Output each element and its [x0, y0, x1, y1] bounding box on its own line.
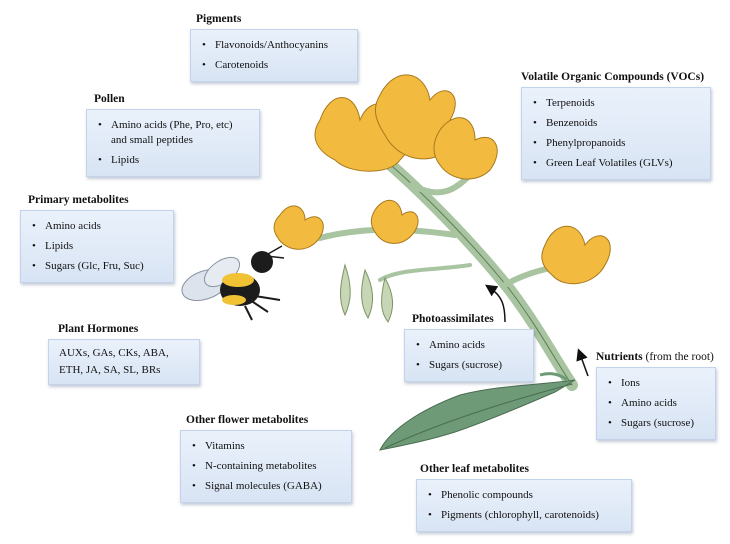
photoassimilates-group: Photoassimilates Amino acids Sugars (suc… — [404, 313, 534, 382]
list-item: Sugars (Glc, Fru, Suc) — [31, 259, 163, 274]
list-item: Sugars (sucrose) — [415, 358, 523, 373]
other-leaf-metabolites-group: Other leaf metabolites Phenolic compound… — [416, 463, 632, 532]
hormone-line: AUXs, GAs, CKs, ABA, — [59, 347, 169, 359]
group-title: Nutrients (from the root) — [596, 351, 716, 363]
list-item: Lipids — [31, 239, 163, 254]
pollen-group: Pollen Amino acids (Phe, Pro, etc) and s… — [86, 93, 260, 177]
tomato-flower-icon — [273, 74, 611, 285]
info-box: Flavonoids/Anthocyanins Carotenoids — [190, 29, 358, 82]
group-title: Volatile Organic Compounds (VOCs) — [521, 71, 705, 83]
item-list: Amino acids (Phe, Pro, etc) and small pe… — [97, 118, 249, 168]
info-box: Amino acids Sugars (sucrose) — [404, 329, 534, 382]
info-box: Vitamins N-containing metabolites Signal… — [180, 430, 352, 503]
group-title: Pigments — [196, 13, 242, 25]
list-item: Flavonoids/Anthocyanins — [201, 38, 347, 53]
leaf-icon — [379, 379, 576, 451]
pigments-group: Pigments Flavonoids/Anthocyanins Caroten… — [190, 13, 358, 82]
item-list: Phenolic compounds Pigments (chlorophyll… — [427, 488, 621, 523]
info-box: Amino acids Lipids Sugars (Glc, Fru, Suc… — [20, 210, 174, 283]
list-item: Amino acids — [415, 338, 523, 353]
arrow-icon — [576, 348, 589, 377]
list-item: Vitamins — [191, 439, 341, 454]
group-title: Primary metabolites — [28, 194, 129, 206]
vocs-group: Volatile Organic Compounds (VOCs) Terpen… — [521, 71, 711, 180]
item-list: Amino acids Lipids Sugars (Glc, Fru, Suc… — [31, 219, 163, 274]
list-item: N-containing metabolites — [191, 459, 341, 474]
list-item: Ions — [607, 376, 705, 391]
branch-bud — [378, 263, 472, 282]
list-item: Benzenoids — [532, 116, 700, 131]
item-list: Vitamins N-containing metabolites Signal… — [191, 439, 341, 494]
list-item: Amino acids (Phe, Pro, etc) and small pe… — [97, 118, 249, 148]
item-list: Flavonoids/Anthocyanins Carotenoids — [201, 38, 347, 73]
info-box: Terpenoids Benzenoids Phenylpropanoids G… — [521, 87, 711, 180]
list-item: Signal molecules (GABA) — [191, 479, 341, 494]
info-box: Amino acids (Phe, Pro, etc) and small pe… — [86, 109, 260, 177]
item-list: Ions Amino acids Sugars (sucrose) — [607, 376, 705, 431]
list-item: Green Leaf Volatiles (GLVs) — [532, 156, 700, 171]
group-title: Other flower metabolites — [186, 414, 309, 426]
group-title: Pollen — [94, 93, 125, 105]
list-item: Terpenoids — [532, 96, 700, 111]
item-list: Terpenoids Benzenoids Phenylpropanoids G… — [532, 96, 700, 171]
group-title-main: Nutrients — [596, 351, 643, 363]
list-item: Phenolic compounds — [427, 488, 621, 503]
list-item: Phenylpropanoids — [532, 136, 700, 151]
other-flower-metabolites-group: Other flower metabolites Vitamins N-cont… — [180, 414, 352, 503]
flower-buds — [340, 263, 393, 323]
group-title: Photoassimilates — [412, 313, 494, 325]
hormone-line: ETH, JA, SA, SL, BRs — [59, 364, 161, 376]
list-item: Sugars (sucrose) — [607, 416, 705, 431]
list-item: Lipids — [97, 153, 249, 168]
nutrients-group: Nutrients (from the root) Ions Amino aci… — [596, 351, 716, 440]
list-item: Pigments (chlorophyll, carotenoids) — [427, 508, 621, 523]
bumblebee-icon — [181, 245, 285, 321]
info-box: AUXs, GAs, CKs, ABA, ETH, JA, SA, SL, BR… — [48, 339, 200, 385]
group-title: Other leaf metabolites — [420, 463, 530, 475]
leaf-tip — [539, 372, 568, 382]
info-box: Ions Amino acids Sugars (sucrose) — [596, 367, 716, 440]
list-item: Carotenoids — [201, 58, 347, 73]
item-list: Amino acids Sugars (sucrose) — [415, 338, 523, 373]
leaf-vein — [384, 383, 573, 449]
group-title: Plant Hormones — [58, 323, 139, 335]
info-box: Phenolic compounds Pigments (chlorophyll… — [416, 479, 632, 532]
group-title-note: (from the root) — [645, 351, 714, 363]
list-item: Amino acids — [607, 396, 705, 411]
plant-hormones-group: Plant Hormones AUXs, GAs, CKs, ABA, ETH,… — [48, 323, 200, 385]
arrow-icon — [485, 284, 506, 323]
primary-metabolites-group: Primary metabolites Amino acids Lipids S… — [20, 194, 174, 283]
list-item: Amino acids — [31, 219, 163, 234]
